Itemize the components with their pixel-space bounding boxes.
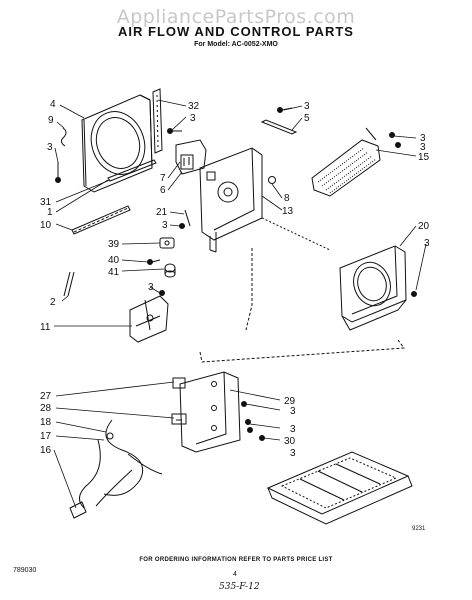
slat-10 [71,205,131,235]
callout-28: 28 [40,403,52,414]
callout-13: 13 [282,206,294,217]
bracket-strip [152,88,163,154]
base-pan [266,451,413,525]
callout-8: 8 [284,193,290,204]
handwritten-note: 535-F-12 [219,582,260,592]
callout-40: 40 [108,255,120,266]
callout-3: 3 [290,424,296,435]
callout-31: 31 [40,197,52,208]
callout-6: 6 [160,185,166,196]
callout-3: 3 [148,282,154,293]
callout-1: 1 [47,207,53,218]
callout-18: 18 [40,417,52,428]
callout-4: 4 [50,99,56,110]
screw-40 [147,259,161,265]
callout-41: 41 [108,267,120,278]
figure-code: 9231 [412,526,426,532]
callout-11: 11 [40,322,51,333]
callout-3: 3 [420,142,426,153]
callout-39: 39 [108,239,120,250]
callout-3: 3 [424,238,430,249]
part-21 [179,209,191,229]
callout-3: 3 [290,406,296,417]
callout-20: 20 [418,221,430,232]
part-2 [63,271,75,297]
callout-16: 16 [40,445,52,456]
bracket-39 [159,237,175,249]
terminal-28 [171,413,187,425]
callout-5: 5 [304,113,310,124]
callout-29: 29 [284,396,296,407]
callout-3: 3 [290,448,296,459]
page-title: AIR FLOW AND CONTROL PARTS [118,24,354,39]
center-bulkhead [199,147,263,253]
control-bracket [172,371,241,453]
bushing-8 [268,176,276,184]
slat-31 [107,159,157,182]
damper-11 [129,295,169,343]
callout-10: 10 [40,220,52,231]
callout-27: 27 [40,391,52,402]
fan-shroud-left [81,94,153,193]
louver-grille-15 [311,127,381,197]
callout-17: 17 [40,431,52,442]
leader-lines [53,99,427,509]
ordering-note: FOR ORDERING INFORMATION REFER TO PARTS … [139,557,333,563]
screw-3h [411,291,417,297]
screw-3b [167,128,182,134]
callout-3: 3 [304,101,310,112]
callout-3: 3 [420,133,426,144]
switch-6-7 [175,139,207,175]
screw-3a [55,162,61,183]
callout-3: 3 [47,142,53,153]
document-number: 789030 [13,567,37,574]
knob-41 [164,263,176,278]
callout-3: 3 [162,220,168,231]
callout-9: 9 [48,115,54,126]
screw-3g [389,132,401,148]
wiring-harness [69,419,163,519]
callout-21: 21 [156,207,168,218]
callout-2: 2 [50,297,56,308]
top-bar-5 [260,119,298,135]
watermark: AppliancePartsPros.com [116,6,356,28]
callout-30: 30 [284,436,296,447]
page-number: 4 [233,571,237,578]
callout-15: 15 [418,152,430,163]
callout-7: 7 [160,173,166,184]
callout-32: 32 [188,101,200,112]
screw-3d [159,290,165,296]
screws-right [241,401,265,441]
clip-9 [60,127,67,147]
model-line: For Model: AC-0052-XMO [194,41,278,48]
callout-3: 3 [190,113,196,124]
fan-shroud-right [339,245,407,331]
